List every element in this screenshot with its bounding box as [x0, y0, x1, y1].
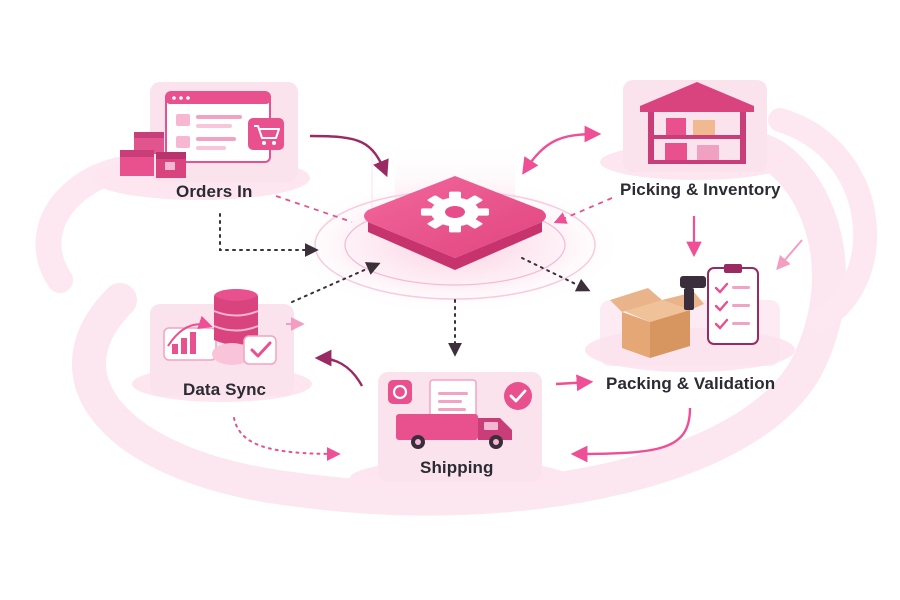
arrow-orders-dashed-hub: [275, 195, 353, 223]
parcel-boxes-icon: [120, 132, 186, 178]
picking-inventory-node: [600, 80, 790, 180]
arrow-datasync-to-hub: [291, 262, 381, 303]
arrow-orders-to-hub: [309, 134, 389, 178]
gear-icon: [421, 191, 489, 233]
shipping-label: Shipping: [420, 458, 494, 477]
open-box-checklist-icon: [610, 264, 759, 358]
arrow-orders-dotted-down: [219, 213, 319, 257]
warehouse-shelves-icon: [640, 82, 754, 164]
arrow-shipping-to-datasync: [314, 349, 364, 387]
arrow-side-light: [776, 239, 803, 271]
packing-validation-label: Packing & Validation: [606, 374, 776, 393]
arrow-picking-dashed-hub: [553, 197, 613, 224]
data-sync-label: Data Sync: [183, 380, 267, 399]
shipping-node: [350, 372, 570, 496]
orders-in-node: [90, 82, 310, 200]
connectors: [219, 125, 803, 463]
delivery-truck-icon: [388, 379, 532, 449]
arrow-hub-picking: [522, 125, 602, 175]
central-hub: [364, 176, 546, 270]
picking-inventory-label: Picking & Inventory: [620, 180, 781, 199]
data-sync-node: [132, 289, 312, 402]
arrow-packing-to-shipping: [570, 407, 692, 463]
arrow-datasync-dotted-shipping: [233, 417, 341, 461]
arrow-hub-to-packing: [521, 257, 591, 292]
orders-in-label: Orders In: [176, 182, 253, 201]
packing-validation-node: [585, 264, 795, 372]
online-store-cart-icon: [165, 91, 284, 163]
arrow-shipping-to-packing: [555, 374, 594, 392]
database-sync-icon: [163, 289, 277, 365]
